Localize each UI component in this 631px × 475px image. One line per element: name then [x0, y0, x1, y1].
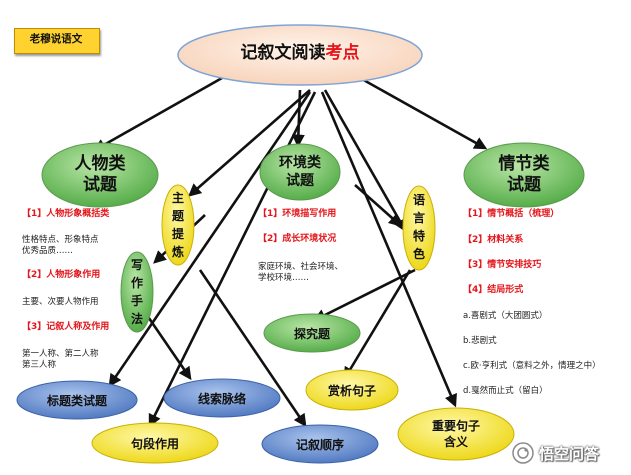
character-point-2-desc: 主要、次要人物作用: [22, 297, 99, 307]
writing-node: [120, 251, 154, 333]
arrow-to-narrative-order: [198, 269, 307, 428]
plot-point-c: c.欧·亨利式（意料之外，情理之中）: [463, 361, 601, 371]
inquiry-node: [263, 313, 361, 353]
watermark-logo-icon: [512, 442, 534, 464]
center-node: [177, 24, 423, 86]
plot-line1: 情节类: [498, 154, 550, 174]
arrow-to-appreciate: [343, 269, 412, 381]
environment-node: [259, 143, 341, 201]
arrow-to-language: [323, 89, 407, 233]
arrow-to-inquiry: [312, 268, 416, 322]
character-node: [41, 142, 159, 208]
plot-point-1: 【1】情节概括（梳理）: [463, 209, 560, 219]
title-node-label: 标题类试题: [46, 394, 107, 408]
brand-badge: [14, 28, 100, 54]
title-node: [16, 380, 138, 420]
language-node: [402, 185, 436, 271]
plot-line2: 试题: [507, 175, 541, 195]
inquiry-node-label: 探究题: [293, 327, 330, 341]
environment-desc-1: 家庭环境、社会环境、: [258, 262, 344, 272]
appreciate-node: [305, 369, 399, 411]
character-point-1-desc: 性格特点、形象特点: [22, 235, 99, 245]
narrative-order-node: [261, 424, 379, 464]
center-title-highlight: 考点: [325, 43, 360, 63]
paragraph-node-label: 句段作用: [130, 437, 179, 451]
plot-point-2: 【2】材料关系: [463, 235, 524, 245]
character-node-label: 人物类 试题: [42, 154, 158, 196]
plot-point-d: d.戛然而止式（留白）: [463, 386, 548, 396]
character-point-3-desc: 第一人称、第二人称: [22, 349, 99, 359]
watermark-text: 悟空问答: [539, 444, 600, 463]
language-char: 特: [412, 229, 425, 243]
theme-node-label: 主 题 提 炼: [168, 189, 188, 261]
plot-point-a: a.喜剧式（大团圆式）: [463, 311, 548, 321]
writing-node-label: 写 作 手 法: [127, 256, 147, 328]
writing-char: 作: [130, 276, 143, 290]
writing-char: 写: [130, 258, 143, 272]
character-point-2: 【2】人物形象作用: [22, 270, 101, 280]
theme-char: 题: [171, 209, 184, 223]
center-title-prefix: 记叙文阅读: [240, 43, 326, 63]
arrow-to-theme: [188, 89, 311, 197]
character-line2: 试题: [83, 175, 117, 195]
important-node: [397, 407, 515, 461]
appreciate-node-label: 赏析句子: [327, 384, 376, 398]
theme-char: 主: [171, 191, 184, 205]
arrow-to-plot: [359, 76, 488, 150]
brand-label: 老穆说语文: [29, 33, 83, 45]
language-char: 言: [412, 211, 425, 225]
arrow-to-important: [320, 91, 457, 408]
character-point-3: 【3】记叙人称及作用: [22, 322, 110, 332]
paragraph-node: [91, 422, 219, 464]
clue-node: [163, 378, 281, 418]
important-line2: 含义: [443, 435, 468, 449]
language-char: 色: [412, 247, 425, 261]
arrow-to-language-from-env: [354, 184, 402, 227]
environment-desc-2: 学校环境……: [258, 273, 310, 283]
writing-char: 手: [130, 294, 143, 308]
center-title: 记叙文阅读考点: [178, 43, 422, 64]
plot-point-3: 【3】情节安排技巧: [463, 260, 542, 270]
important-node-label: 重要句子 含义: [398, 418, 514, 450]
theme-char: 提: [171, 227, 184, 241]
writing-char: 法: [130, 312, 143, 326]
plot-point-b: b.悲剧式: [463, 336, 497, 346]
language-node-label: 语 言 特 色: [409, 191, 429, 263]
character-point-1: 【1】人物形象概括类: [22, 209, 110, 219]
environment-node-label: 环境类 试题: [260, 154, 340, 190]
environment-line2: 试题: [286, 173, 314, 189]
plot-point-4: 【4】结局形式: [463, 285, 524, 295]
arrow-to-character: [92, 76, 223, 152]
environment-point-2: 【2】成长环境状况: [258, 234, 337, 244]
character-point-3-desc2: 第三人称: [22, 360, 57, 370]
environment-line1: 环境类: [279, 155, 321, 171]
plot-node-label: 情节类 试题: [464, 154, 584, 196]
narrative-order-node-label: 记叙顺序: [295, 438, 344, 452]
theme-node: [161, 184, 195, 266]
arrow-to-title: [108, 91, 312, 388]
clue-node-label: 线索脉络: [197, 392, 246, 406]
watermark: 悟空问答: [512, 440, 599, 466]
language-char: 语: [412, 193, 425, 207]
character-line1: 人物类: [74, 154, 126, 174]
theme-char: 炼: [171, 245, 184, 259]
important-line1: 重要句子: [431, 419, 480, 433]
character-point-1-desc2: 优秀品质……: [22, 246, 74, 256]
plot-node: [463, 142, 585, 208]
environment-point-1: 【1】环境描写作用: [258, 209, 337, 219]
